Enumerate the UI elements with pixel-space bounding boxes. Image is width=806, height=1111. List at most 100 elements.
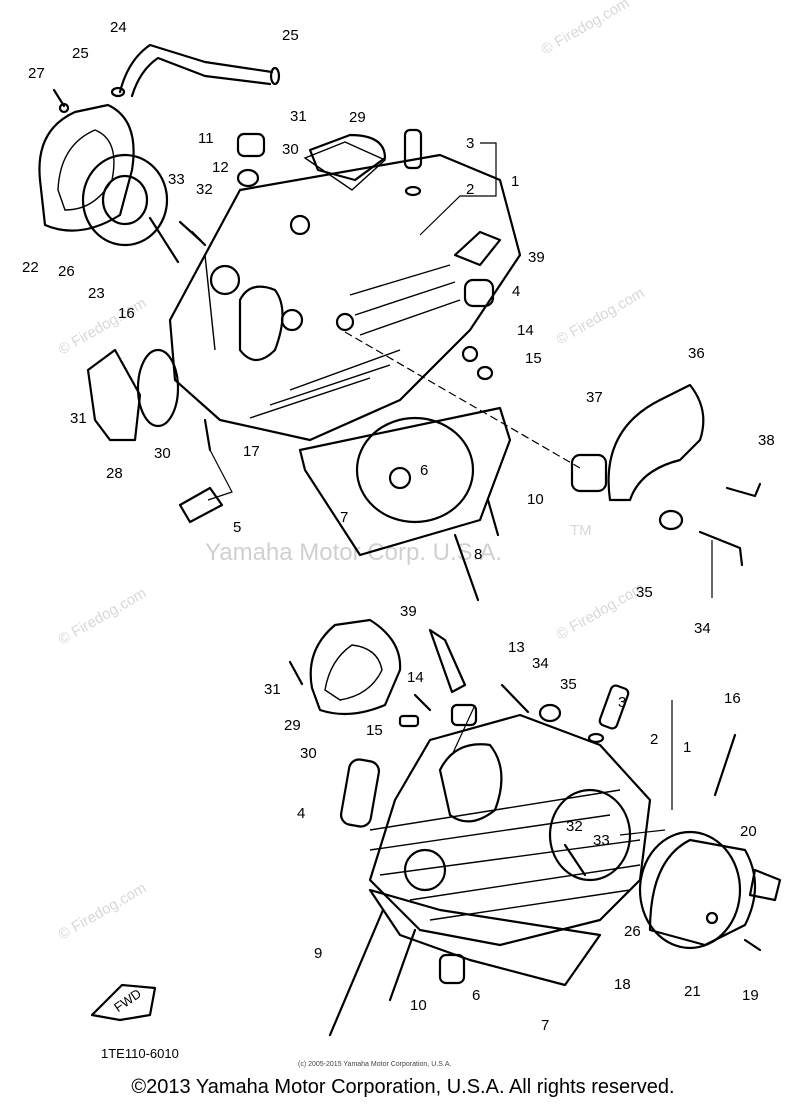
callout-number: 19 xyxy=(742,987,759,1004)
bolt-14 xyxy=(461,345,479,363)
callout-number: 20 xyxy=(740,823,757,840)
callout-number: 21 xyxy=(684,983,701,1000)
callout-number: 24 xyxy=(110,19,127,36)
breather-hose-edge xyxy=(130,56,272,98)
site-watermark: © Firedog.com xyxy=(56,294,150,358)
callout-number: 17 xyxy=(243,443,260,460)
callout-number: 5 xyxy=(233,519,241,536)
cooling-fin xyxy=(269,364,391,406)
callout-number: 13 xyxy=(508,639,525,656)
callout-number: 34 xyxy=(532,655,549,672)
callout-number: 37 xyxy=(586,389,603,406)
callout-number: 10 xyxy=(527,491,544,508)
callout-number: 39 xyxy=(528,249,545,266)
callout-number: 26 xyxy=(58,263,75,280)
callout-number: 6 xyxy=(420,462,428,479)
cam-cover-18 xyxy=(648,838,757,947)
spring-4 xyxy=(339,758,381,828)
callout-number: 2 xyxy=(650,731,658,748)
side-cover-28 xyxy=(86,348,142,442)
callout-number: 30 xyxy=(282,141,299,158)
clip-2 xyxy=(404,185,422,197)
valve-guide-3 xyxy=(598,684,630,730)
gasket-26 xyxy=(81,153,169,247)
valve-cover-29 xyxy=(309,618,402,716)
valve-cover-inner xyxy=(324,644,383,701)
callout-number: 39 xyxy=(400,603,417,620)
stud-10 xyxy=(388,928,417,1002)
cooling-fin xyxy=(429,889,631,921)
leader-line xyxy=(451,704,476,756)
callout-number: 1 xyxy=(511,173,519,190)
cooling-fin xyxy=(349,264,451,296)
callout-number: 26 xyxy=(624,923,641,940)
small-copyright: (c) 2005-2015 Yamaha Motor Corporation, … xyxy=(298,1061,451,1068)
fwd-arrow-icon xyxy=(90,983,157,1022)
callout-number: 36 xyxy=(688,345,705,362)
plate-23 xyxy=(101,174,149,226)
callout-number: 35 xyxy=(560,676,577,693)
callout-number: 9 xyxy=(314,945,322,962)
exhaust-port xyxy=(238,285,284,362)
hose-clip xyxy=(110,86,126,98)
engine-bracket-36 xyxy=(607,383,705,502)
site-watermark: © Firedog.com xyxy=(56,879,150,943)
washer-15 xyxy=(398,714,420,728)
callout-number: 15 xyxy=(366,722,383,739)
bolt-32 xyxy=(563,843,587,877)
callout-number: 4 xyxy=(512,283,520,300)
bracket-20 xyxy=(748,868,782,902)
bolt-34 xyxy=(500,683,530,714)
cooling-fin xyxy=(354,281,456,316)
watermark-layer: Yamaha Motor Corp. U.S.A. TM © Firedog.c… xyxy=(56,0,648,943)
bolt-19 xyxy=(743,938,762,952)
cooling-fin xyxy=(369,814,611,851)
bolt-34 xyxy=(698,530,744,567)
valve-cover-29 xyxy=(308,133,387,182)
callout-number: 31 xyxy=(70,410,87,427)
nut-32 xyxy=(190,230,207,247)
stud-16 xyxy=(148,216,180,264)
o-ring-30 xyxy=(136,348,180,428)
lower-head-assembly: FWD xyxy=(90,618,782,1037)
breather-hose xyxy=(118,43,274,94)
callout-number: 3 xyxy=(618,694,626,711)
cam-cover-22 xyxy=(38,103,135,232)
callout-number: 3 xyxy=(466,135,474,152)
callout-number: 38 xyxy=(758,432,775,449)
trademark-mark: TM xyxy=(570,522,592,539)
callout-number: 35 xyxy=(636,584,653,601)
callout-number: 34 xyxy=(694,620,711,637)
callout-number: 10 xyxy=(410,997,427,1014)
head-gasket-7 xyxy=(368,888,602,987)
callout-number: 30 xyxy=(300,745,317,762)
stud-9 xyxy=(328,908,385,1037)
diagram-code: 1TE110-6010 xyxy=(101,1046,179,1061)
callout-number: 6 xyxy=(472,987,480,1004)
dowel-pin-6 xyxy=(388,466,412,490)
exhaust-port xyxy=(548,788,632,882)
washer-35 xyxy=(538,703,562,723)
cam-cover-inner xyxy=(57,129,115,211)
bolt-38 xyxy=(725,482,762,498)
stud-16 xyxy=(713,733,737,797)
callout-number: 23 xyxy=(88,285,105,302)
cooling-fin xyxy=(289,349,401,391)
callout-number: 12 xyxy=(212,159,229,176)
callout-number: 16 xyxy=(118,305,135,322)
cooling-fin xyxy=(369,789,621,831)
dowel-6 xyxy=(438,953,466,985)
callout-number: 31 xyxy=(264,681,281,698)
callout-number: 4 xyxy=(297,805,305,822)
callout-number: 29 xyxy=(284,717,301,734)
callout-number: 18 xyxy=(614,976,631,993)
callout-number: 1 xyxy=(683,739,691,756)
bolt-hole xyxy=(280,308,304,332)
site-watermark: © Firedog.com xyxy=(554,284,648,348)
spark-plug-39 xyxy=(453,230,502,267)
callout-number: 32 xyxy=(566,818,583,835)
valve-guide-3 xyxy=(403,128,423,170)
spark-plug-39 xyxy=(428,628,467,694)
